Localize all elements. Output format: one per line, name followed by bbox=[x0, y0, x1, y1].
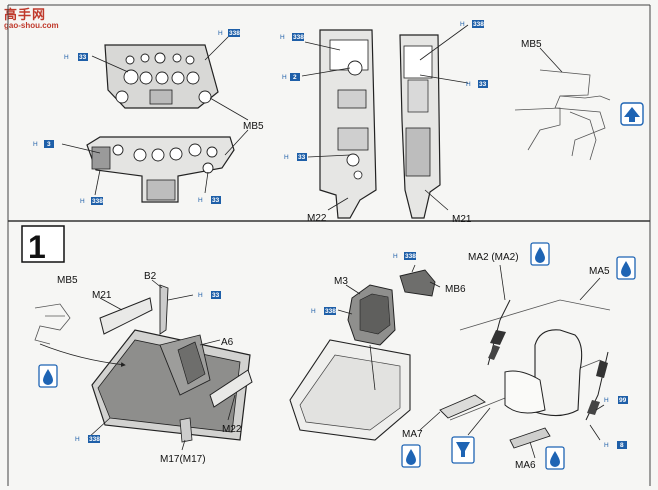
color-ref-h8: H 8 bbox=[604, 441, 627, 449]
leaders-bottom-right bbox=[419, 264, 605, 459]
svg-text:8: 8 bbox=[620, 442, 624, 449]
photo-etch-mb5 bbox=[514, 47, 611, 161]
color-ref-h12-d: H 33 bbox=[466, 80, 488, 88]
water-drop-icon bbox=[401, 444, 421, 468]
svg-text:H: H bbox=[33, 141, 38, 148]
svg-text:H: H bbox=[218, 30, 223, 37]
instrument-panel-upper bbox=[104, 44, 219, 109]
seat-and-bulkhead-assembly bbox=[289, 269, 436, 441]
label-ma5: MA5 bbox=[589, 266, 610, 277]
svg-text:338: 338 bbox=[325, 308, 336, 315]
color-ref-h338-c: H 338 bbox=[280, 33, 304, 41]
label-b2: B2 bbox=[144, 271, 157, 282]
label-ma7: MA7 bbox=[402, 429, 423, 440]
svg-text:H: H bbox=[604, 397, 609, 404]
color-ref-h12-c: H 33 bbox=[284, 153, 307, 161]
glue-cement-icon bbox=[451, 436, 475, 464]
svg-text:H: H bbox=[198, 197, 203, 204]
label-m21-top: M21 bbox=[452, 214, 472, 225]
label-m3: M3 bbox=[334, 276, 348, 287]
side-console-right bbox=[399, 34, 441, 219]
svg-text:H: H bbox=[604, 442, 609, 449]
color-ref-h338-g: H 338 bbox=[311, 307, 336, 315]
step-number: 1 bbox=[28, 229, 46, 265]
svg-text:H: H bbox=[80, 198, 85, 205]
color-ref-h12-a: H 33 bbox=[64, 53, 88, 61]
instrument-panel-lower bbox=[86, 136, 235, 203]
water-drop-icon bbox=[38, 364, 58, 388]
svg-text:338: 338 bbox=[229, 30, 240, 37]
label-mb5-top: MB5 bbox=[243, 121, 264, 132]
color-ref-h12-e: H 33 bbox=[198, 291, 221, 299]
svg-text:H: H bbox=[393, 253, 398, 260]
cockpit-floor-assembly bbox=[34, 284, 253, 443]
svg-text:33: 33 bbox=[79, 54, 87, 61]
svg-text:338: 338 bbox=[405, 253, 416, 260]
label-mb5-right: MB5 bbox=[521, 39, 542, 50]
label-a6: A6 bbox=[221, 337, 234, 348]
watermark: 高手网 gao-shou.com bbox=[4, 4, 59, 30]
label-ma6: MA6 bbox=[515, 460, 536, 471]
svg-text:338: 338 bbox=[293, 34, 304, 41]
water-drop-icon bbox=[530, 242, 550, 266]
label-m17: M17(M17) bbox=[160, 454, 206, 465]
label-m22-bottom: M22 bbox=[222, 424, 242, 435]
svg-text:338: 338 bbox=[473, 21, 484, 28]
color-ref-h3: H 3 bbox=[33, 140, 54, 148]
leaders-top-middle bbox=[301, 24, 469, 211]
label-mb6: MB6 bbox=[445, 284, 466, 295]
watermark-url: gao-shou.com bbox=[4, 21, 59, 30]
label-mb5-left: MB5 bbox=[57, 275, 78, 286]
watermark-logo: 高手网 bbox=[4, 7, 47, 22]
color-ref-h12-b: H 33 bbox=[198, 196, 221, 204]
color-ref-h338-f: H 338 bbox=[393, 252, 416, 260]
svg-text:H: H bbox=[198, 292, 203, 299]
water-drop-icon bbox=[545, 446, 565, 470]
color-ref-h338-d: H 338 bbox=[460, 20, 484, 28]
svg-text:H: H bbox=[75, 436, 80, 443]
svg-text:H: H bbox=[460, 21, 465, 28]
color-ref-h2: H 2 bbox=[282, 73, 300, 81]
label-m21-left: M21 bbox=[92, 290, 112, 301]
color-ref-h338-a: H 338 bbox=[218, 29, 240, 37]
svg-text:2: 2 bbox=[293, 74, 297, 81]
svg-text:H: H bbox=[282, 74, 287, 81]
svg-text:H: H bbox=[284, 154, 289, 161]
svg-text:33: 33 bbox=[479, 81, 487, 88]
svg-text:3: 3 bbox=[47, 141, 51, 148]
svg-text:33: 33 bbox=[212, 197, 220, 204]
leaders-bottom-left bbox=[39, 279, 236, 451]
water-drop-icon bbox=[616, 256, 636, 280]
svg-text:338: 338 bbox=[89, 436, 100, 443]
label-m22-top: M22 bbox=[307, 213, 327, 224]
svg-text:H: H bbox=[466, 81, 471, 88]
flip-arrow-icon bbox=[620, 102, 644, 126]
step-number-box bbox=[21, 225, 65, 263]
color-ref-h338-b: H 338 bbox=[80, 197, 103, 205]
side-console-left bbox=[319, 29, 377, 219]
color-ref-h99: H 99 bbox=[604, 396, 628, 404]
svg-text:338: 338 bbox=[92, 198, 103, 205]
svg-text:H: H bbox=[311, 308, 316, 315]
label-ma2: MA2 (MA2) bbox=[468, 252, 519, 263]
svg-text:33: 33 bbox=[212, 292, 220, 299]
seat-belt-assembly bbox=[439, 299, 611, 449]
leaders-top-left bbox=[61, 34, 249, 196]
svg-text:H: H bbox=[280, 34, 285, 41]
color-ref-h338-e: H 338 bbox=[75, 435, 100, 443]
svg-text:99: 99 bbox=[619, 397, 627, 404]
svg-text:H: H bbox=[64, 54, 69, 61]
leaders-bottom-middle bbox=[337, 264, 441, 315]
svg-text:33: 33 bbox=[298, 154, 306, 161]
